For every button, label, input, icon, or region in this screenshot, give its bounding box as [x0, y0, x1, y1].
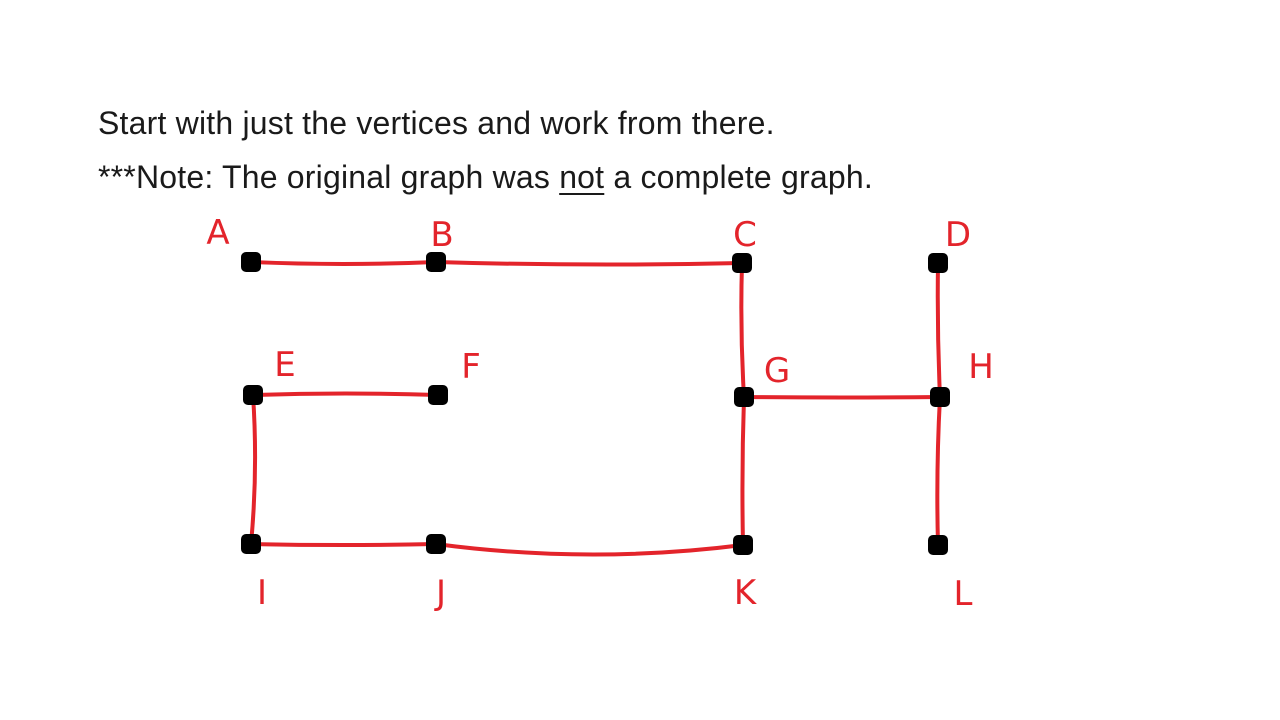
edge-j-k [434, 542, 745, 557]
vertex-j [426, 534, 446, 554]
vertex-k [733, 535, 753, 555]
instruction-text: Start with just the vertices and work fr… [98, 96, 873, 204]
note-underlined-word: not [559, 159, 605, 195]
edge-g-k [740, 395, 746, 547]
vertex-a [241, 252, 261, 272]
vertex-label-b: B [430, 215, 453, 255]
vertex-label-l: L [954, 574, 973, 614]
note-prefix: ***Note: The original graph was [98, 159, 560, 195]
edge-c-g [739, 261, 746, 399]
edge-a-b [249, 260, 438, 266]
vertex-label-k: K [734, 573, 758, 613]
edge-g-h [742, 395, 942, 400]
vertex-label-g: G [764, 351, 790, 391]
vertex-i [241, 534, 261, 554]
edge-b-c [434, 260, 744, 267]
edge-h-l [935, 395, 942, 547]
instruction-line-1: Start with just the vertices and work fr… [98, 105, 775, 141]
vertex-label-e: E [274, 345, 295, 385]
vertex-l [928, 535, 948, 555]
vertex-label-i: I [257, 573, 267, 613]
vertex-label-f: F [461, 347, 481, 387]
vertex-label-a: A [206, 213, 229, 253]
vertex-label-h: H [968, 347, 994, 387]
vertex-label-d: D [945, 215, 971, 255]
vertex-d [928, 253, 948, 273]
edge-e-i [249, 393, 258, 546]
vertex-e [243, 385, 263, 405]
vertex-b [426, 252, 446, 272]
vertex-label-c: C [733, 215, 757, 255]
vertex-f [428, 385, 448, 405]
edge-d-h [935, 261, 942, 399]
edge-i-j [249, 542, 438, 547]
note-suffix: a complete graph. [604, 159, 873, 195]
instruction-line-2: ***Note: The original graph was not a co… [98, 150, 873, 204]
vertex-h [930, 387, 950, 407]
vertex-label-j: J [434, 573, 446, 613]
vertex-c [732, 253, 752, 273]
edge-e-f [251, 391, 440, 397]
vertex-g [734, 387, 754, 407]
